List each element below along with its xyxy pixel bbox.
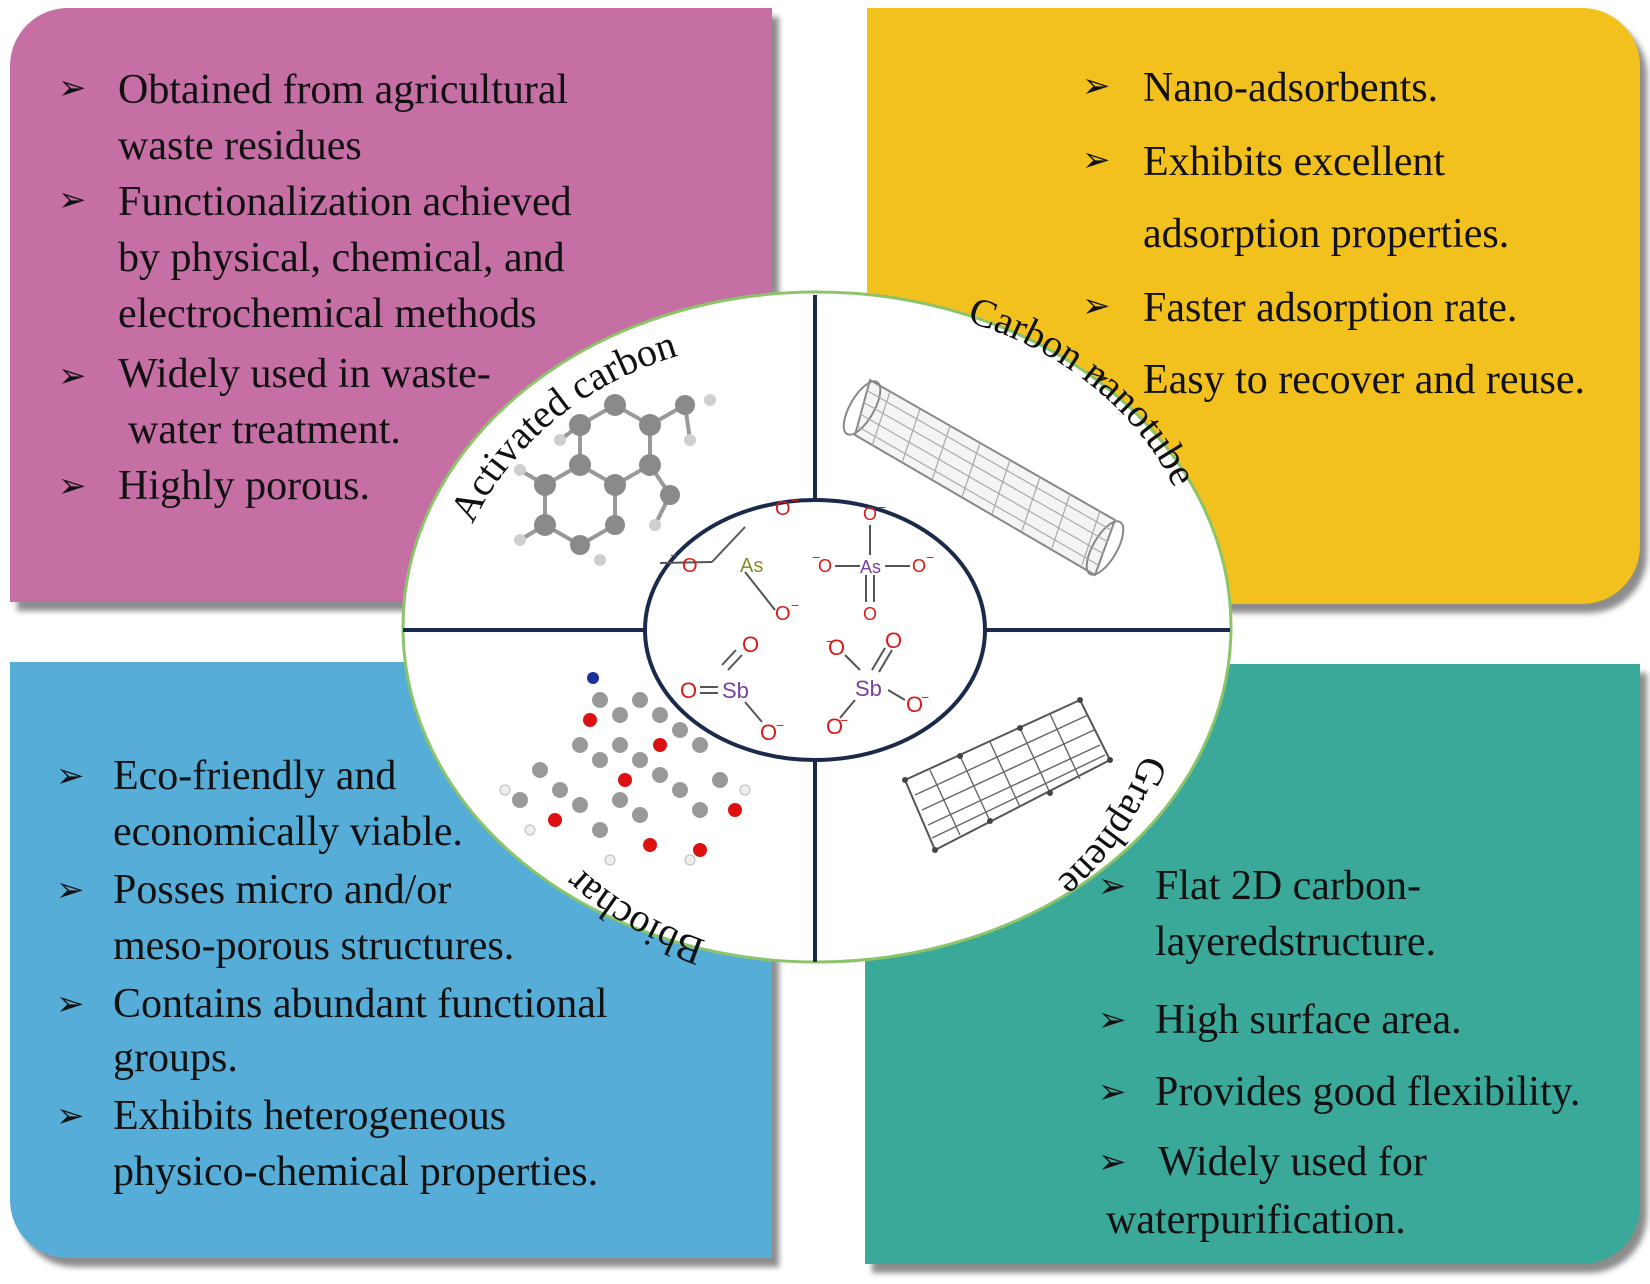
bullet-arrow-icon: ➢ bbox=[56, 756, 85, 796]
list-item-line: Nano-adsorbents. bbox=[1143, 65, 1439, 111]
activated-carbon-molecule-icon bbox=[514, 394, 716, 566]
list-item-line: groups. bbox=[113, 1035, 238, 1081]
arsenite-ion-icon: As O O O bbox=[659, 498, 791, 625]
list-item-line: Obtained from agricultural bbox=[118, 67, 569, 113]
svg-text:O: O bbox=[760, 720, 777, 745]
bullet-arrow-icon: ➢ bbox=[1082, 66, 1111, 106]
list-item-line: water treatment. bbox=[128, 407, 401, 453]
svg-text:−: − bbox=[926, 549, 934, 565]
list-item-line: Functionalization achieved bbox=[118, 179, 572, 225]
list-item-line: Exhibits excellent bbox=[1143, 139, 1446, 185]
antimonite-ion-icon: Sb O O O bbox=[680, 632, 777, 745]
bullet-arrow-icon: ➢ bbox=[56, 870, 85, 910]
biochar-structure-icon bbox=[499, 672, 751, 866]
bullet-arrow-icon: ➢ bbox=[58, 68, 87, 108]
list-item-line: Widely used in waste- bbox=[118, 351, 491, 397]
bullet-arrow-icon: ➢ bbox=[1082, 140, 1111, 180]
svg-text:As: As bbox=[860, 557, 881, 577]
graphene-sheet-icon bbox=[902, 697, 1113, 853]
charge-marks: − − − − − − − − − − bbox=[670, 492, 934, 733]
bullet-arrow-icon: ➢ bbox=[56, 984, 85, 1024]
list-item-line: Easy to recover and reuse. bbox=[1143, 357, 1585, 403]
svg-text:O: O bbox=[742, 632, 759, 657]
antimonate-ion-icon: Sb O O O O bbox=[826, 628, 923, 739]
list-item-line: economically viable. bbox=[113, 809, 463, 855]
bullet-arrow-icon: ➢ bbox=[58, 356, 87, 396]
svg-text:−: − bbox=[878, 499, 886, 515]
bullet-arrow-icon: ➢ bbox=[1098, 1142, 1127, 1182]
inner-ellipse bbox=[643, 498, 987, 762]
bullet-arrow-icon: ➢ bbox=[56, 1096, 85, 1136]
list-item-line: waste residues bbox=[118, 123, 362, 169]
list-item-line: by physical, chemical, and bbox=[118, 235, 565, 281]
list-item-line: Flat 2D carbon- bbox=[1155, 863, 1421, 909]
svg-text:O: O bbox=[912, 556, 926, 576]
svg-text:−: − bbox=[826, 633, 834, 649]
list-item-line: Provides good flexibility. bbox=[1155, 1069, 1581, 1115]
svg-text:−: − bbox=[670, 547, 678, 563]
svg-text:As: As bbox=[740, 555, 763, 577]
svg-text:O: O bbox=[818, 556, 832, 576]
svg-text:O: O bbox=[828, 635, 845, 660]
svg-text:O: O bbox=[775, 498, 791, 520]
list-item-line: meso-porous structures. bbox=[113, 923, 515, 969]
svg-text:O: O bbox=[682, 555, 698, 577]
list-item-line: Highly porous. bbox=[118, 463, 370, 509]
carbon-nanotube-icon bbox=[842, 378, 1125, 577]
svg-text:−: − bbox=[840, 712, 848, 728]
svg-text:−: − bbox=[791, 492, 799, 508]
list-item-line: layeredstructure. bbox=[1155, 919, 1437, 965]
svg-text:−: − bbox=[791, 597, 799, 613]
svg-text:Sb: Sb bbox=[722, 678, 749, 703]
bullet-arrow-icon: ➢ bbox=[58, 180, 87, 220]
list-item-line: Posses micro and/or bbox=[113, 867, 452, 913]
bullet-arrow-icon: ➢ bbox=[1082, 286, 1111, 326]
svg-text:−: − bbox=[921, 689, 929, 705]
svg-text:O: O bbox=[863, 604, 877, 624]
list-item-line: High surface area. bbox=[1155, 997, 1462, 1043]
arsenate-ion-icon: As O O O O bbox=[818, 504, 926, 624]
list-item-line: Faster adsorption rate. bbox=[1143, 285, 1518, 331]
svg-text:O: O bbox=[680, 678, 697, 703]
svg-text:O: O bbox=[775, 603, 791, 625]
bullet-arrow-icon: ➢ bbox=[1098, 1072, 1127, 1112]
svg-text:Sb: Sb bbox=[855, 676, 882, 701]
svg-text:O: O bbox=[885, 628, 902, 653]
list-item-line: Widely used for bbox=[1158, 1139, 1427, 1185]
svg-text:−: − bbox=[812, 549, 820, 565]
list-item-line: Eco-friendly and bbox=[113, 753, 397, 799]
list-item-line: electrochemical methods bbox=[118, 291, 537, 337]
bullet-arrow-icon: ➢ bbox=[58, 466, 87, 506]
bullet-arrow-icon: ➢ bbox=[1098, 866, 1127, 906]
list-item-line: waterpurification. bbox=[1106, 1197, 1406, 1243]
list-item-line: adsorption properties. bbox=[1143, 211, 1510, 257]
list-item-line: Contains abundant functional bbox=[113, 981, 608, 1027]
svg-text:O: O bbox=[906, 692, 923, 717]
svg-text:O: O bbox=[826, 714, 843, 739]
list-item-line: physico-chemical properties. bbox=[113, 1149, 599, 1195]
bullet-arrow-icon: ➢ bbox=[1098, 1000, 1127, 1040]
svg-text:O: O bbox=[863, 504, 877, 524]
svg-text:−: − bbox=[776, 717, 784, 733]
list-item-line: Exhibits heterogeneous bbox=[113, 1093, 507, 1139]
